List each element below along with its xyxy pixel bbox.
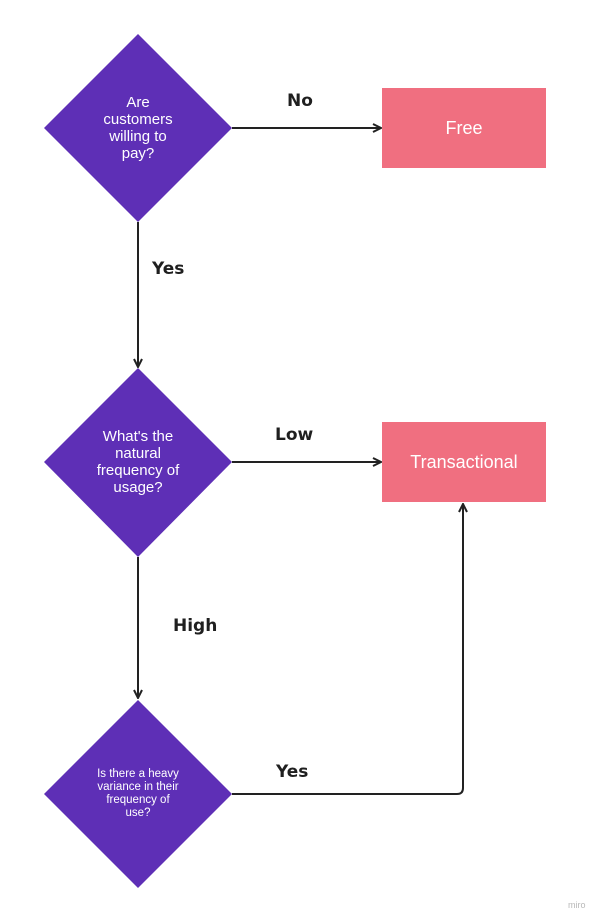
watermark: miro (568, 900, 586, 910)
edge-label-yes-1: Yes (152, 259, 185, 279)
outcome-text-transactional: Transactional (410, 451, 518, 472)
decision-diamond-variance (44, 700, 232, 888)
edge-label-low: Low (275, 425, 314, 445)
edge-label-high: High (173, 616, 218, 636)
decision-text-willing: Are customers willing to pay? (103, 93, 173, 163)
decision-diamond-frequency (44, 368, 232, 557)
decision-text-variance: Is there a heavy variance in their frequ… (97, 767, 179, 820)
outcome-text-free: Free (445, 117, 483, 138)
decision-text-frequency: What's the natural frequency of usage? (96, 427, 180, 497)
outcome-box-transactional (382, 422, 546, 502)
edge-label-yes-2: Yes (276, 762, 309, 782)
decision-diamond-willing (44, 34, 232, 222)
edge-label-no: No (287, 91, 313, 111)
edge-variance-to-transactional (232, 504, 463, 795)
outcome-box-free (382, 88, 546, 168)
